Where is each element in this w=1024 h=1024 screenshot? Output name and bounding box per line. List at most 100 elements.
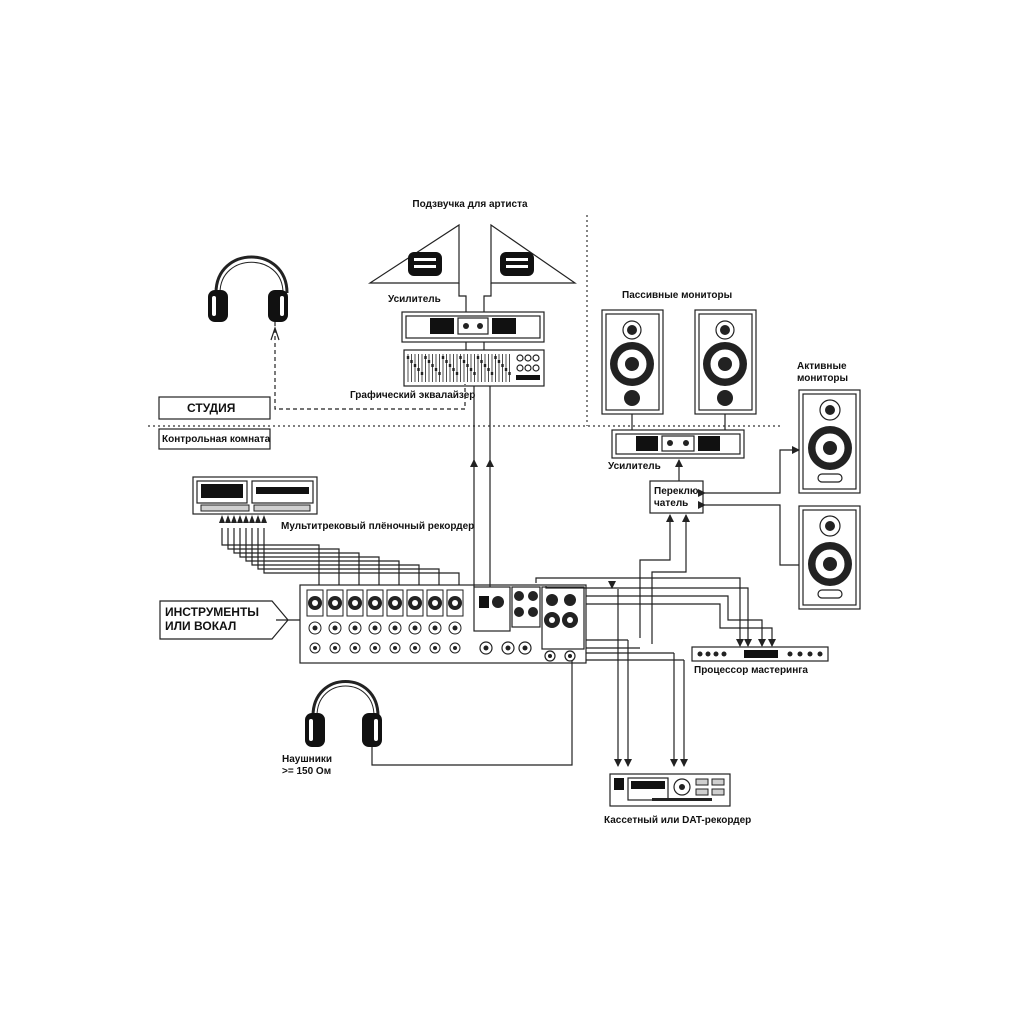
cassette-dat-recorder xyxy=(609,773,731,807)
eq-slider-knob xyxy=(455,372,459,375)
control-room-box xyxy=(158,428,271,450)
eq-slider-knob xyxy=(448,364,452,367)
studio-label: СТУДИЯ xyxy=(187,401,235,415)
mastering-return-wire-b xyxy=(586,603,776,647)
headphones-label-1: Наушники xyxy=(282,754,332,765)
channel-insert-jack xyxy=(353,646,357,650)
amplifier-right-label: Усилитель xyxy=(608,461,661,472)
instruments-label-2: ИЛИ ВОКАЛ xyxy=(165,619,236,633)
eq-slider-knob xyxy=(487,368,490,371)
channel-insert-jack xyxy=(453,646,457,650)
multitrack-label: Мультитрековый плёночный рекордер xyxy=(281,521,474,532)
eq-slider-knob xyxy=(504,368,508,371)
tape-wire xyxy=(233,528,360,588)
eq-slider-knob xyxy=(420,372,424,375)
eq-slider-knob xyxy=(417,368,420,371)
monitor-switcher xyxy=(649,480,704,514)
control-room-label: Контрольная комната xyxy=(162,434,271,445)
channel-insert-jack xyxy=(373,646,377,650)
tape-wire xyxy=(221,528,320,588)
channel-xlr-pin xyxy=(392,600,398,606)
passive-monitors-label: Пассивные мониторы xyxy=(622,290,732,301)
channel-xlr-pin xyxy=(412,600,418,606)
tape-wire-arrow xyxy=(255,515,261,523)
channel-xlr-pin xyxy=(332,600,338,606)
eq-slider-knob xyxy=(501,364,504,367)
tape-wire xyxy=(263,528,460,588)
channel-insert-jack xyxy=(413,646,417,650)
headphones-label-2: >= 150 Ом xyxy=(282,766,331,777)
power-amplifier-top xyxy=(401,311,545,343)
eq-slider-knob xyxy=(466,364,469,367)
cassette-label: Кассетный или DAT-рекордер xyxy=(604,815,751,826)
mastering-label: Процессор мастеринга xyxy=(694,665,808,676)
mixer-to-headphones-wire xyxy=(371,661,573,766)
channel-insert-jack xyxy=(333,646,337,650)
tape-wire-arrow xyxy=(249,515,255,523)
eq-slider-knob xyxy=(494,356,497,359)
tape-wire-arrow xyxy=(261,515,267,523)
graphic-eq-label: Графический эквалайзер xyxy=(350,389,475,401)
channel-line-jack xyxy=(392,625,398,631)
passive-monitor-right xyxy=(694,309,757,415)
studio-headphone-wire xyxy=(274,322,466,410)
tape-wire-arrow xyxy=(231,515,237,523)
mixer-to-mastering-wire-a xyxy=(535,577,744,647)
switcher-label-2: чатель xyxy=(654,498,688,509)
mixer-channel-strips xyxy=(306,589,464,654)
instruments-label-1: ИНСТРУМЕНТЫ xyxy=(165,605,259,619)
eq-slider-knob xyxy=(483,364,487,367)
eq-slider-knob xyxy=(424,356,427,359)
eq-slider-knob xyxy=(413,364,417,367)
channel-xlr-pin xyxy=(312,600,318,606)
amplifier-top-label: Усилитель xyxy=(388,294,441,305)
mixer-to-switch-wire-b xyxy=(651,514,690,644)
mixer-to-mastering-wire-b xyxy=(545,586,752,647)
equalizer-sliders xyxy=(406,354,511,382)
switcher-label-1: Переклю- xyxy=(654,486,702,497)
channel-line-jack xyxy=(332,625,338,631)
tape-wire xyxy=(251,528,420,588)
channel-xlr-pin xyxy=(352,600,358,606)
eq-slider-knob xyxy=(480,360,483,363)
tape-to-mixer-wires xyxy=(219,515,460,588)
switch-to-active-bottom-wire xyxy=(698,501,799,566)
eq-slider-knob xyxy=(438,372,441,375)
eq-slider-knob xyxy=(469,368,473,371)
switch-to-active-top-wire xyxy=(740,446,800,494)
active-monitors-label-1: Активные xyxy=(797,361,847,372)
channel-line-jack xyxy=(432,625,438,631)
eq-slider-knob xyxy=(445,360,448,363)
mastering-return-wire-a xyxy=(586,595,766,647)
eq-slider-knob xyxy=(476,356,480,359)
eq-slider-knob xyxy=(452,368,455,371)
power-amplifier-right xyxy=(611,429,745,459)
channel-xlr-pin xyxy=(452,600,458,606)
eq-slider-knob xyxy=(508,372,511,375)
active-monitors-label-2: мониторы xyxy=(797,373,848,384)
channel-insert-jack xyxy=(433,646,437,650)
studio-headphones xyxy=(208,255,289,322)
eq-slider-knob xyxy=(406,356,410,359)
tape-wire-arrow xyxy=(219,515,225,523)
channel-xlr-pin xyxy=(372,600,378,606)
stage-monitor-wedge-left xyxy=(367,223,460,284)
eq-slider-knob xyxy=(427,360,431,363)
channel-insert-jack xyxy=(393,646,397,650)
wedge-wire-left xyxy=(458,283,467,312)
mixing-console xyxy=(299,584,587,664)
tape-wire xyxy=(257,528,440,588)
eq-slider-knob xyxy=(434,368,438,371)
passive-monitor-left xyxy=(601,309,664,415)
eq-slider-knob xyxy=(431,364,434,367)
mastering-processor xyxy=(691,646,829,662)
artist-monitor-label: Подзвучка для артиста xyxy=(412,199,528,210)
mixer-to-switch-wire-a xyxy=(639,514,674,638)
channel-line-jack xyxy=(312,625,318,631)
tape-wire xyxy=(245,528,400,588)
active-monitor-top xyxy=(798,389,861,494)
graphic-equalizer xyxy=(403,349,545,387)
tape-wire-arrow xyxy=(237,515,243,523)
eq-slider-knob xyxy=(473,372,476,375)
